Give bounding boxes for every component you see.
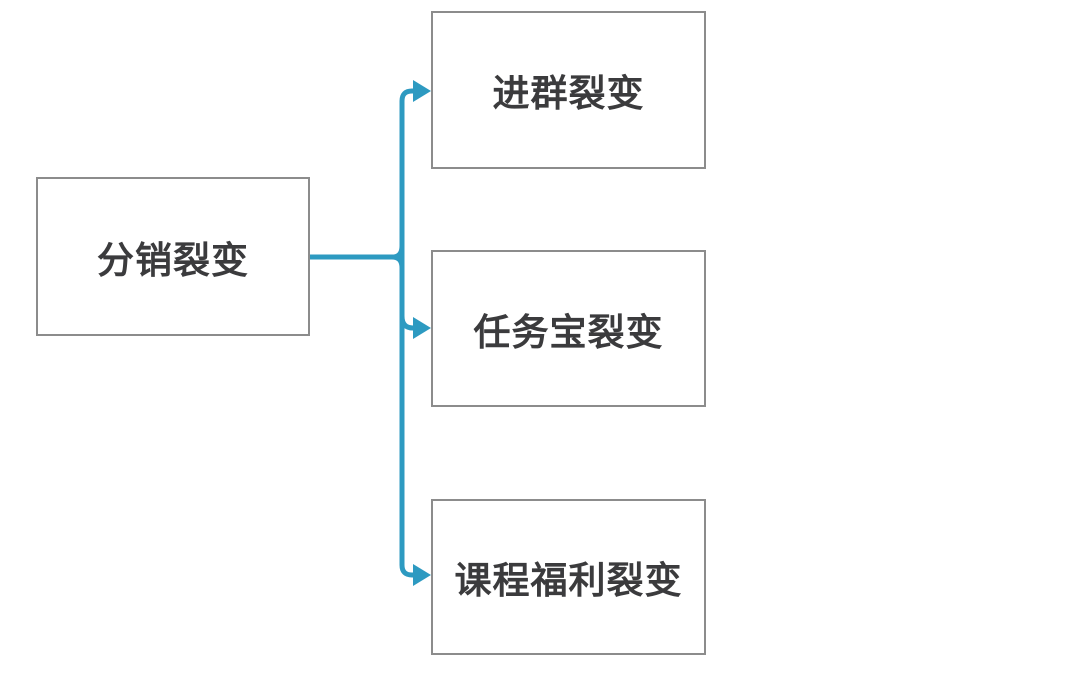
node-root-label: 分销裂变 <box>97 239 249 281</box>
arrowhead-bottom-icon <box>413 564 431 586</box>
node-child-middle-label: 任务宝裂变 <box>473 311 664 353</box>
connector-line-middle <box>399 315 416 331</box>
node-child-bottom: 课程福利裂变 <box>431 499 706 655</box>
node-child-bottom-label: 课程福利裂变 <box>454 560 683 601</box>
node-root: 分销裂变 <box>36 177 310 336</box>
node-child-top: 进群裂变 <box>431 11 706 169</box>
node-child-top-label: 进群裂变 <box>492 73 645 114</box>
arrowhead-top-icon <box>413 80 431 102</box>
connector-line-trunk <box>310 245 405 269</box>
node-child-middle: 任务宝裂变 <box>431 250 706 407</box>
connector-line-bus <box>399 88 416 578</box>
arrowhead-middle-icon <box>413 317 431 339</box>
